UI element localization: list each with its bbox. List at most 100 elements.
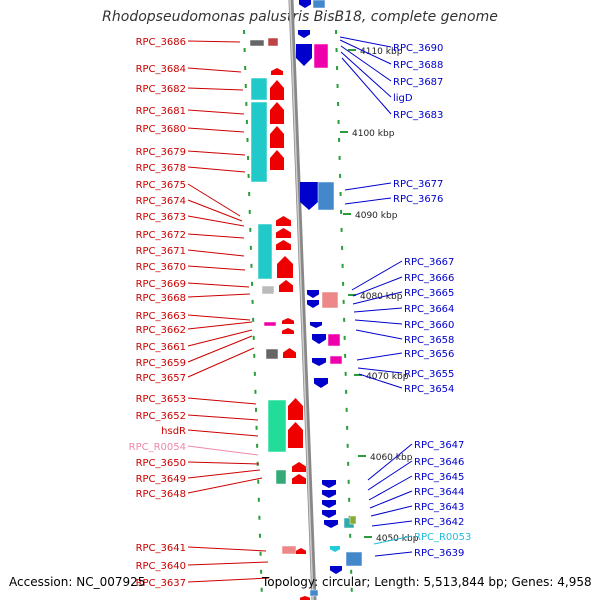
kbp-tick-label: 4110 kbp <box>360 47 403 57</box>
gene-label-rpc-3648: RPC_3648 <box>136 489 186 500</box>
gene-block <box>267 399 287 453</box>
gene-label-rpc-3690: RPC_3690 <box>393 43 443 54</box>
leader-line <box>352 276 403 297</box>
leader-line <box>187 67 242 73</box>
leader-line <box>187 127 245 133</box>
gene-label-rpc-3654: RPC_3654 <box>404 384 454 395</box>
leader-line <box>374 551 413 557</box>
leader-line <box>187 577 270 583</box>
leader-line <box>357 367 403 374</box>
leader-line <box>187 166 246 173</box>
gene-label-rpc-3666: RPC_3666 <box>404 273 454 284</box>
gene-arrow-forward <box>292 462 306 472</box>
gene-arrow-forward <box>283 348 296 358</box>
gene-arrow-forward <box>282 328 294 334</box>
gene-arrow-reverse <box>322 510 336 518</box>
leader-line <box>187 87 244 91</box>
leader-line <box>187 249 245 257</box>
kbp-tick-label: 4060 kbp <box>370 453 413 463</box>
gene-block <box>321 291 339 309</box>
leader-line <box>187 561 269 566</box>
gene-label-rpc-3646: RPC_3646 <box>414 457 464 468</box>
gene-label-rpc-3674: RPC_3674 <box>136 196 186 207</box>
gene-label-rpc-3681: RPC_3681 <box>136 106 186 117</box>
gene-block <box>312 0 326 9</box>
leader-line <box>187 414 259 421</box>
gene-label-rpc-3668: RPC_3668 <box>136 293 186 304</box>
gene-arrow-forward <box>276 216 291 226</box>
gene-label-rpc-3656: RPC_3656 <box>404 349 454 360</box>
leader-line <box>371 520 413 527</box>
leader-line <box>358 373 403 389</box>
gene-arrow-reverse <box>322 500 336 508</box>
gene-arrow-forward <box>300 596 310 600</box>
gene-arrow-forward <box>288 398 303 420</box>
leader-line <box>187 293 251 298</box>
gene-label-rpc-3649: RPC_3649 <box>136 474 186 485</box>
gene-label-hsdr: hsdR <box>161 426 186 437</box>
gene-block <box>257 223 273 280</box>
gene-label-rpc-3680: RPC_3680 <box>136 124 186 135</box>
gene-arrow-reverse <box>322 480 336 488</box>
gene-arrow-reverse <box>312 358 326 366</box>
gene-arrow-reverse <box>330 546 340 552</box>
gene-arrow-forward <box>296 548 306 554</box>
gene-label-rpc-3682: RPC_3682 <box>136 84 186 95</box>
gene-arrow-forward <box>270 102 284 124</box>
gene-block <box>261 285 275 295</box>
kbp-tick-label: 4090 kbp <box>355 211 398 221</box>
leader-line <box>339 36 392 48</box>
guide-track-right <box>335 29 353 600</box>
leader-line <box>187 233 245 239</box>
gene-arrow-reverse <box>298 30 310 38</box>
leader-line <box>340 51 392 98</box>
leader-line <box>187 215 245 227</box>
gene-arrow-forward <box>276 240 291 250</box>
topology-text: Topology: circular; Length: 5,513,844 bp… <box>262 575 592 589</box>
leader-line <box>187 461 260 465</box>
leader-line <box>368 475 413 501</box>
kbp-tick-label: 4070 kbp <box>366 372 409 382</box>
gene-label-rpc-3677: RPC_3677 <box>393 179 443 190</box>
gene-block <box>263 321 277 327</box>
leader-line <box>356 352 403 361</box>
leader-line <box>187 40 241 43</box>
gene-arrow-forward <box>276 228 291 238</box>
gene-label-rpc-3644: RPC_3644 <box>414 487 464 498</box>
gene-arrow-forward <box>288 422 303 448</box>
gene-arrow-forward <box>282 318 294 324</box>
leader-line <box>187 445 259 456</box>
gene-block <box>250 77 268 101</box>
gene-label-rpc-r0053: RPC_R0053 <box>414 532 471 543</box>
gene-label-rpc-3684: RPC_3684 <box>136 64 186 75</box>
leader-line <box>373 535 413 545</box>
gene-block <box>327 333 341 347</box>
gene-block <box>267 37 279 47</box>
gene-label-rpc-3663: RPC_3663 <box>136 311 186 322</box>
leader-line <box>187 150 246 156</box>
gene-label-rpc-3658: RPC_3658 <box>404 335 454 346</box>
gene-arrow-forward <box>277 256 293 278</box>
gene-block <box>317 181 335 211</box>
leader-line <box>187 265 246 271</box>
gene-label-rpc-3660: RPC_3660 <box>404 320 454 331</box>
leader-line <box>187 397 257 405</box>
leader-line <box>187 335 253 363</box>
gene-label-rpc-3673: RPC_3673 <box>136 212 186 223</box>
leader-line <box>339 39 392 65</box>
leader-line <box>344 197 392 205</box>
leader-line <box>340 45 392 82</box>
gene-block <box>281 545 297 555</box>
gene-label-rpc-3652: RPC_3652 <box>136 411 186 422</box>
leader-line <box>187 329 253 347</box>
leader-line <box>355 329 403 340</box>
genome-axis <box>288 0 317 600</box>
leader-line <box>187 321 253 330</box>
gene-label-rpc-3639: RPC_3639 <box>414 548 464 559</box>
gene-arrow-forward <box>271 68 283 75</box>
gene-label-rpc-3669: RPC_3669 <box>136 279 186 290</box>
leader-line <box>187 199 243 222</box>
gene-label-rpc-3640: RPC_3640 <box>136 561 186 572</box>
gene-arrow-reverse <box>322 490 336 498</box>
